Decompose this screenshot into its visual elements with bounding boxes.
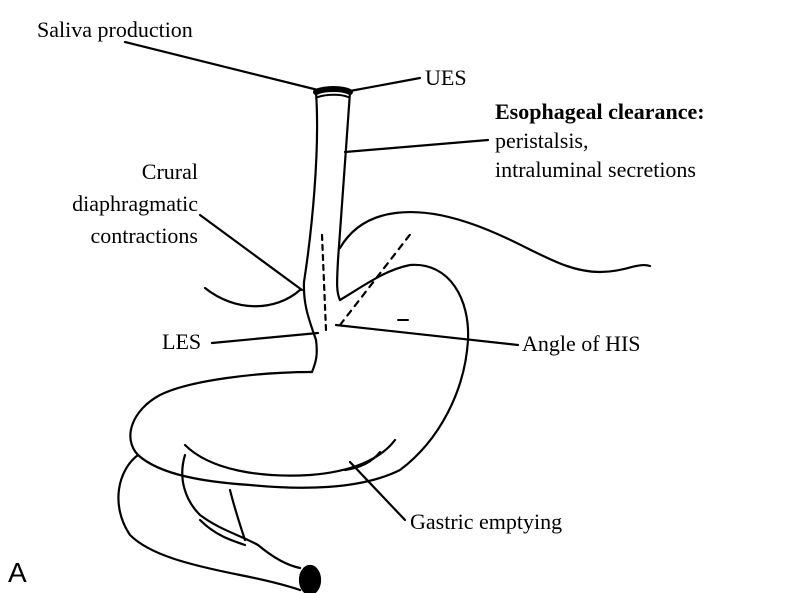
esophageal-clearance-line2: intraluminal secretions <box>495 158 696 181</box>
crural-leader <box>200 215 302 290</box>
ues-sphincter <box>316 89 350 92</box>
les-dashed-line <box>322 235 326 330</box>
crural-label-line2: diaphragmatic <box>30 192 198 215</box>
clearance-leader <box>345 140 488 152</box>
les-label: LES <box>162 330 201 353</box>
saliva-leader <box>125 42 318 90</box>
his-leader <box>336 325 518 345</box>
angle-of-his-label: Angle of HIS <box>522 332 641 355</box>
diaphragm-line <box>205 212 650 306</box>
panel-letter: A <box>8 558 27 587</box>
esophagus-left-wall <box>304 92 317 372</box>
ues-leader <box>350 78 420 91</box>
crural-label-line3: contractions <box>30 224 198 247</box>
lesser-curvature <box>185 440 395 476</box>
crural-label-line1: Crural <box>60 160 198 183</box>
esophageal-clearance-title: Esophageal clearance: <box>495 100 705 123</box>
stomach-outline <box>130 265 468 488</box>
duodenum-cut-end <box>300 566 320 593</box>
ues-label: UES <box>425 66 467 89</box>
les-leader <box>212 333 318 343</box>
esophageal-clearance-line1: peristalsis, <box>495 129 589 152</box>
saliva-production-label: Saliva production <box>37 18 193 41</box>
esophagus-right-wall <box>337 92 350 300</box>
gastric-emptying-label: Gastric emptying <box>410 510 562 533</box>
